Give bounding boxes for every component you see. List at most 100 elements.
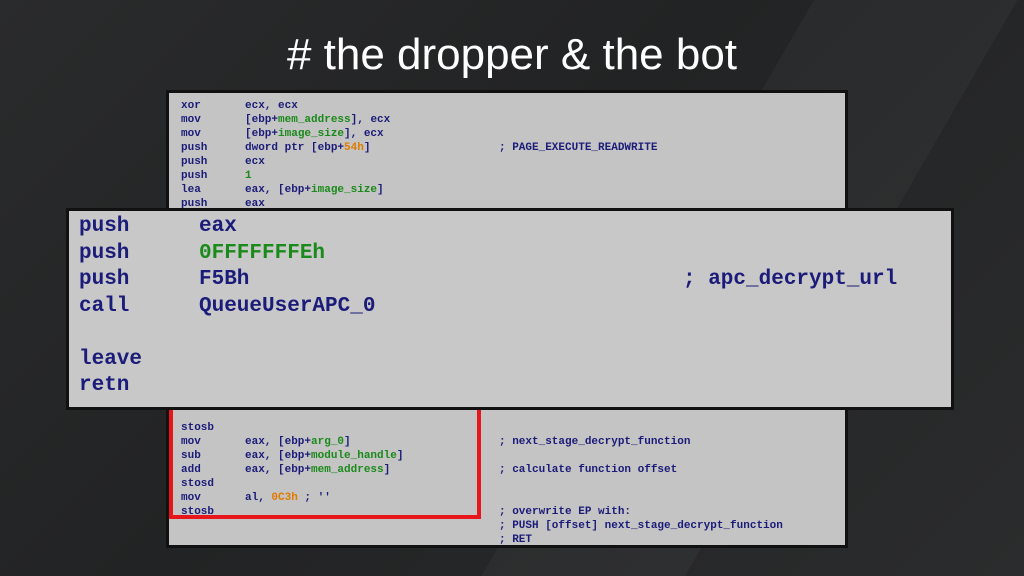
operand-token: image_size — [278, 128, 345, 140]
code-comment: ; calculate function offset — [499, 464, 678, 476]
red-highlight-left-edge — [169, 407, 173, 519]
operand-token: ; '' — [297, 492, 331, 504]
code-line: xor ecx, ecx — [169, 99, 845, 113]
code-line: mov eax, [ebp+arg_0] ; next_stage_decrypt_… — [169, 435, 845, 449]
instruction-mnemonic: push — [181, 142, 208, 154]
code-comment: ; RET — [499, 534, 533, 546]
instruction-mnemonic: mov — [181, 128, 201, 140]
operand-token: ecx, ecx — [245, 100, 298, 112]
instruction-operands: eax — [199, 214, 237, 241]
instruction-mnemonic: mov — [181, 436, 201, 448]
instruction-mnemonic: push — [79, 268, 130, 291]
instruction-operands: eax, [ebp+arg_0] — [245, 435, 351, 449]
code-line: stosb — [169, 421, 845, 435]
code-line: push ecx — [169, 155, 845, 169]
instruction-operands: eax, [ebp+mem_address] — [245, 463, 390, 477]
code-line: lea eax, [ebp+image_size] — [169, 183, 845, 197]
instruction-mnemonic: mov — [181, 492, 201, 504]
instruction-mnemonic: stosb — [181, 422, 215, 434]
instruction-operands: [ebp+image_size], ecx — [245, 127, 384, 141]
instruction-mnemonic: push — [79, 215, 130, 238]
operand-token: ] — [396, 450, 404, 462]
operand-token: ] — [383, 464, 391, 476]
operand-token: eax — [199, 215, 237, 238]
code-line: retn — [69, 373, 951, 400]
slide-title: # the dropper & the bot — [286, 30, 738, 79]
instruction-mnemonic: retn — [79, 374, 130, 397]
code-line: call QueueUserAPC_0 — [69, 294, 951, 321]
operand-token: eax, [ebp+ — [245, 436, 312, 448]
instruction-mnemonic: leave — [79, 347, 143, 371]
instruction-operands: ecx, ecx — [245, 99, 298, 113]
instruction-mnemonic: push — [181, 156, 208, 168]
instruction-mnemonic: add — [181, 464, 201, 476]
code-comment: ; PAGE_EXECUTE_READWRITE — [499, 142, 658, 154]
instruction-mnemonic: stosd — [181, 478, 215, 490]
code-line: add eax, [ebp+mem_address] ; calculate fun… — [169, 463, 845, 477]
instruction-operands: ecx — [245, 155, 265, 169]
operand-token: ] — [363, 142, 371, 154]
code-line: ; PUSH [offset] next_stage_decrypt_funct… — [169, 519, 845, 533]
code-line: push F5Bh ; apc_decrypt_url — [69, 267, 951, 294]
code-line: stosd — [169, 477, 845, 491]
instruction-operands: QueueUserAPC_0 — [199, 294, 375, 321]
instruction-mnemonic: call — [79, 294, 130, 318]
code-line: push dword ptr [ebp+54h] ; PAGE_EXECUTE_RE… — [169, 141, 845, 155]
code-line: mov [ebp+image_size], ecx — [169, 127, 845, 141]
operand-token: [ebp+ — [245, 114, 279, 126]
operand-token: mem_address — [311, 464, 384, 476]
instruction-operands: eax, [ebp+image_size] — [245, 183, 384, 197]
operand-token: eax — [245, 198, 265, 210]
code-line: push eax — [69, 214, 951, 241]
operand-token: dword ptr [ebp+ — [245, 142, 345, 154]
operand-token: arg_0 — [311, 436, 345, 448]
instruction-mnemonic: sub — [181, 450, 201, 462]
code-comment: ; apc_decrypt_url — [683, 268, 898, 291]
operand-token: ] — [344, 436, 351, 448]
instruction-mnemonic: lea — [181, 184, 201, 196]
instruction-mnemonic: mov — [181, 114, 201, 126]
operand-token: eax, [ebp+ — [245, 450, 312, 462]
operand-token: image_size — [311, 184, 378, 196]
instruction-mnemonic: stosb — [181, 506, 215, 518]
instruction-operands: eax — [245, 197, 265, 211]
code-line: ; RET — [169, 533, 845, 547]
code-comment: ; PUSH [offset] next_stage_decrypt_funct… — [499, 520, 783, 532]
instruction-operands: 0FFFFFFFEh — [199, 241, 325, 268]
instruction-operands: eax, [ebp+module_handle] — [245, 449, 403, 463]
code-line: mov [ebp+mem_address], ecx — [169, 113, 845, 127]
instruction-operands: [ebp+mem_address], ecx — [245, 113, 390, 127]
operand-token: ], ecx — [344, 128, 384, 140]
operand-token: 54h — [344, 142, 364, 154]
instruction-operands: F5Bh — [199, 267, 249, 294]
code-line: stosb ; overwrite EP with: — [169, 505, 845, 519]
code-line: push 1 — [169, 169, 845, 183]
operand-token: QueueUserAPC_0 — [199, 294, 376, 318]
operand-token: eax, [ebp+ — [245, 464, 312, 476]
operand-token: eax, [ebp+ — [245, 184, 312, 196]
instruction-mnemonic: push — [181, 198, 208, 210]
code-comment: ; next_stage_decrypt_function — [499, 436, 691, 448]
instruction-operands: al, 0C3h ; '' — [245, 491, 331, 505]
operand-token: 0C3h — [271, 492, 298, 504]
operand-token: ] — [377, 184, 384, 196]
operand-token: module_handle — [311, 450, 397, 462]
operand-token: [ebp+ — [245, 128, 279, 140]
operand-token: 1 — [245, 170, 252, 182]
operand-token: al, — [245, 492, 272, 504]
code-line: leave — [69, 347, 951, 374]
operand-token: mem_address — [278, 114, 351, 126]
instruction-mnemonic: push — [181, 170, 208, 182]
instruction-operands: dword ptr [ebp+54h] — [245, 141, 370, 155]
code-comment: ; overwrite EP with: — [499, 506, 632, 518]
red-highlight-box — [169, 407, 481, 519]
code-line — [69, 320, 951, 347]
code-line: sub eax, [ebp+module_handle] — [169, 449, 845, 463]
instruction-operands: 1 — [245, 169, 252, 183]
code-line: push eax — [169, 197, 845, 211]
instruction-mnemonic: xor — [181, 100, 201, 112]
